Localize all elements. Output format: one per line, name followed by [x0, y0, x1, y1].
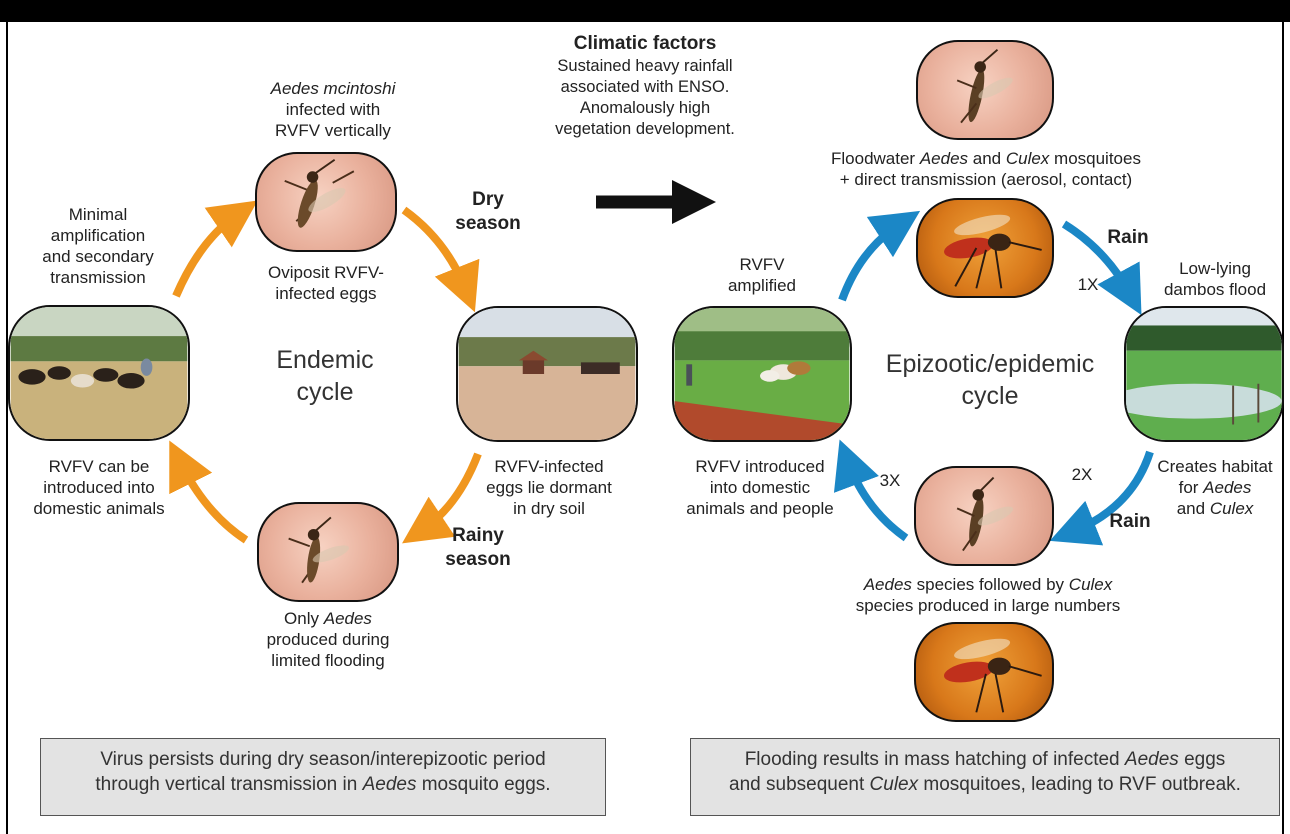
mosquito-icon: [259, 504, 397, 600]
minimal-amplification-label: Minimal amplification and secondary tran…: [28, 204, 168, 288]
low-lying-label: Low-lying dambos flood: [1140, 258, 1290, 300]
flood-photo: [1124, 306, 1284, 442]
mosquito-icon: [918, 200, 1052, 296]
cattle-photo-icon: [10, 307, 188, 439]
arrow-endemic-bottom-to-left: [180, 462, 246, 540]
livestock-photo: [672, 306, 852, 442]
creates-habitat-label: Creates habitat for Aedes and Culex: [1140, 456, 1290, 519]
floodwater-label: Floodwater Aedes and Culex mosquitoes + …: [806, 148, 1166, 190]
endemic-cycle-title: Endemic cycle: [245, 344, 405, 408]
rvfv-introduced-people-label: RVFV introduced into domestic animals an…: [670, 456, 850, 519]
arrow-climatic-head: [672, 180, 716, 224]
mosquito-icon: [257, 154, 395, 250]
mosquito-icon: [916, 624, 1052, 720]
dry-land-photo: [456, 306, 638, 442]
rainy-season-label: Rainy season: [428, 524, 528, 572]
aedes-mcintoshi-label: Aedes mcintoshi infected with RVFV verti…: [263, 78, 403, 141]
only-aedes-label: Only Aedes produced during limited flood…: [248, 608, 408, 671]
mosquito-photo-epi-top: [916, 40, 1054, 140]
arrow-endemic-left-to-top: [176, 214, 238, 296]
arrow-endemic-right-to-bottom: [422, 454, 478, 530]
eggs-dormant-label: RVFV-infected eggs lie dormant in dry so…: [474, 456, 624, 519]
mosquito-icon: [916, 468, 1052, 564]
epizootic-cycle-title: Epizootic/epidemic cycle: [870, 348, 1110, 412]
dry-season-label: Dry season: [438, 188, 538, 236]
epizootic-summary-box: Flooding results in mass hatching of inf…: [690, 738, 1280, 816]
two-x-label: 2X: [1062, 464, 1102, 485]
mosquito-photo-epi-bottom: [914, 622, 1054, 722]
rvfv-amplified-label: RVFV amplified: [702, 254, 822, 296]
three-x-label: 3X: [870, 470, 910, 491]
dry-land-photo-icon: [458, 308, 636, 440]
climatic-factors-label: Climatic factors Sustained heavy rainfal…: [540, 32, 750, 140]
endemic-summary-box: Virus persists during dry season/interep…: [40, 738, 606, 816]
flood-photo-icon: [1126, 308, 1282, 440]
arrow-epi-left-to-top: [842, 224, 900, 300]
cattle-photo: [8, 305, 190, 441]
one-x-label: 1X: [1068, 274, 1108, 295]
livestock-photo-icon: [674, 308, 850, 440]
mosquito-photo-endemic-top: [255, 152, 397, 252]
rain-top-label: Rain: [1098, 226, 1158, 250]
mosquito-photo-epi-upper: [916, 198, 1054, 298]
oviposit-label: Oviposit RVFV- infected eggs: [255, 262, 397, 304]
rvfv-introduced-label: RVFV can be introduced into domestic ani…: [20, 456, 178, 519]
species-produced-label: Aedes species followed by Culex species …: [818, 574, 1158, 616]
mosquito-photo-epi-lower: [914, 466, 1054, 566]
mosquito-photo-endemic-bottom: [257, 502, 399, 602]
mosquito-icon: [918, 42, 1052, 138]
